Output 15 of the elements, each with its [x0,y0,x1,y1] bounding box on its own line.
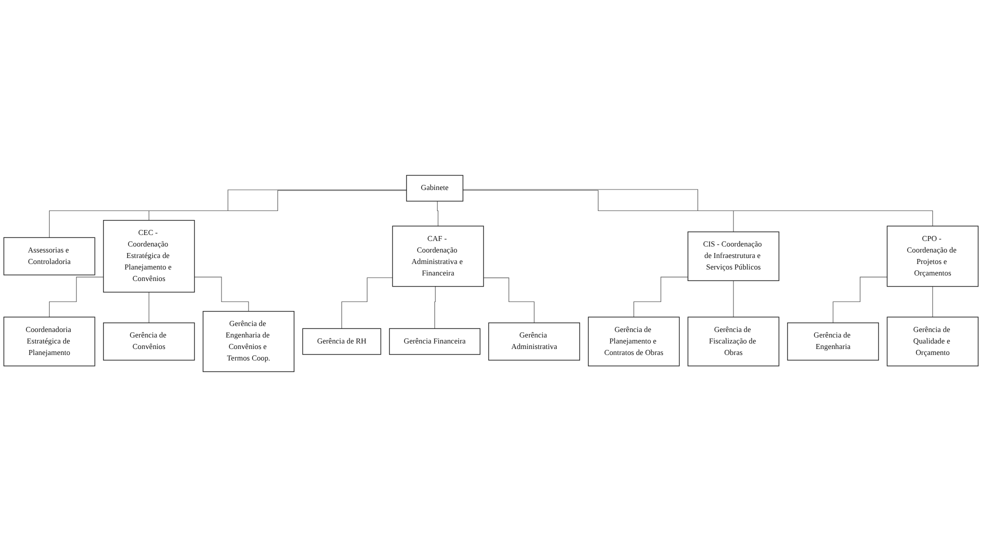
connector [341,277,393,329]
connector [462,189,933,226]
connector [148,292,150,324]
connector [148,190,407,221]
connector [932,286,933,318]
connector [832,276,888,324]
connector [436,200,438,226]
connector [434,286,436,329]
connector [49,276,104,318]
connector [733,280,734,318]
connector [634,276,688,318]
connector [483,278,534,324]
connector [462,190,734,232]
connector [49,190,407,238]
connector [194,276,249,312]
